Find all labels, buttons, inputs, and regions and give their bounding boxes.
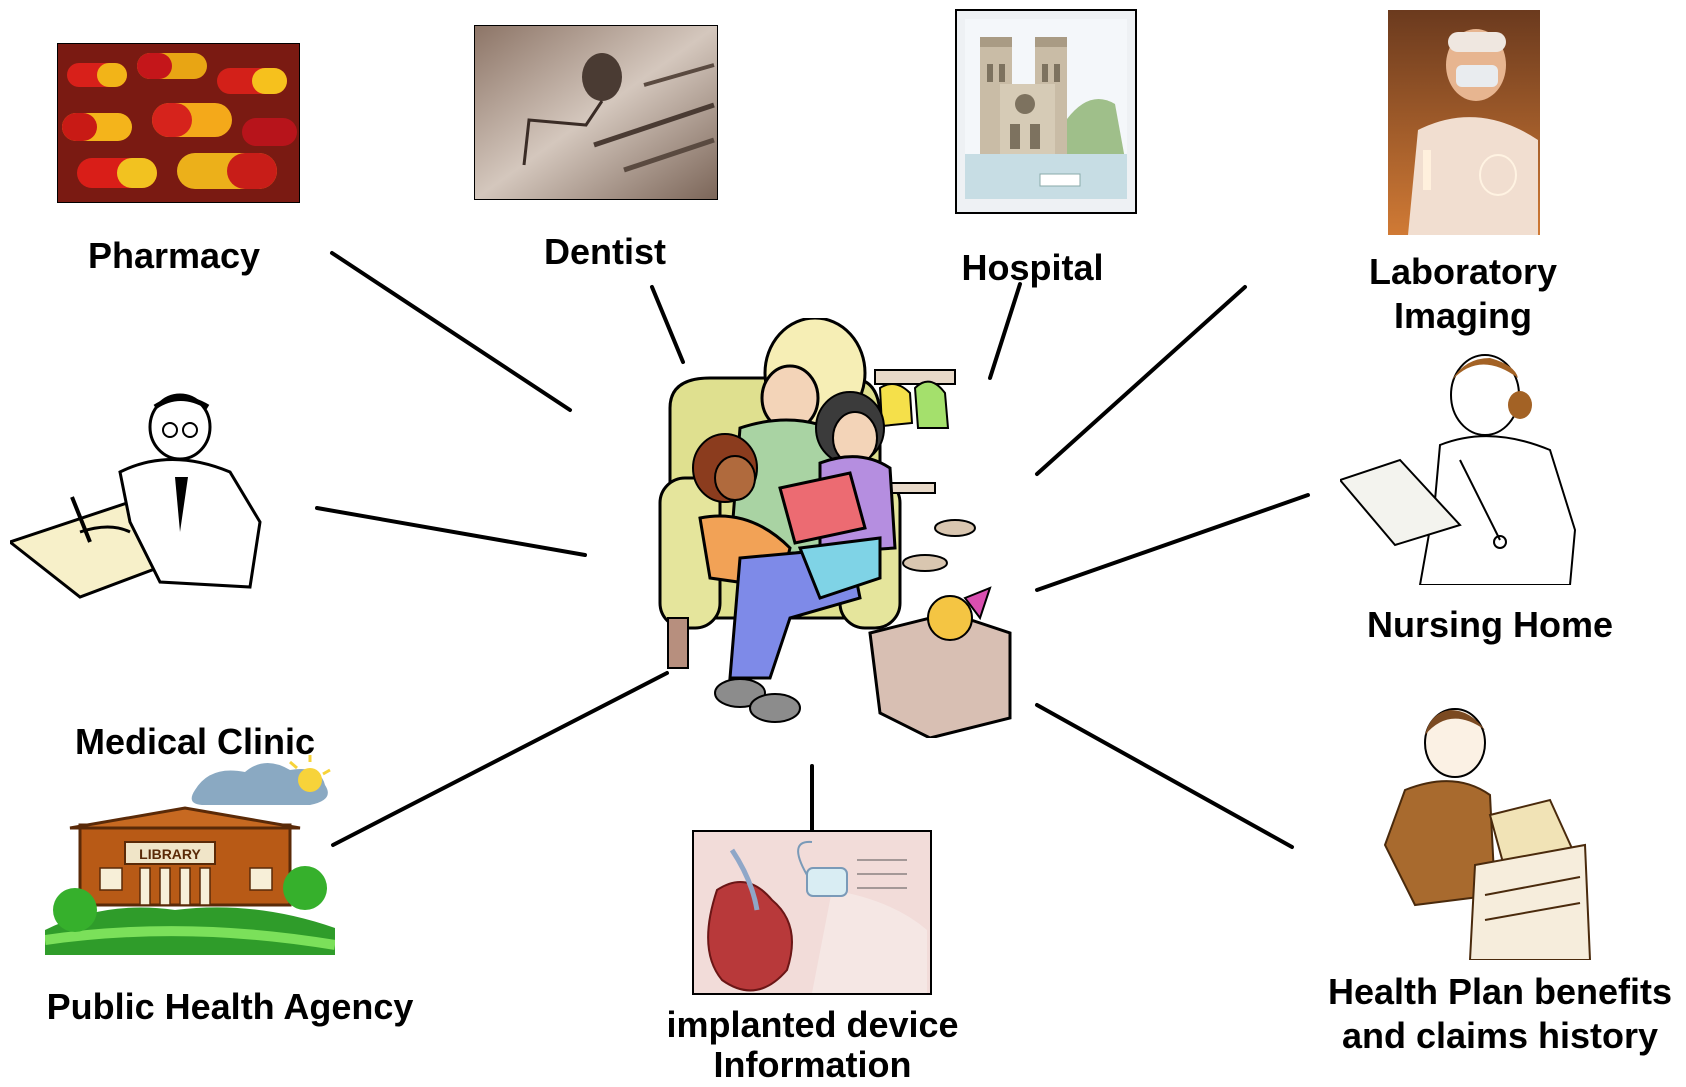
laboratory-label-line1: Laboratory: [1368, 251, 1558, 292]
connector-nursing-home: [1035, 493, 1310, 592]
family-reading-icon: [658, 318, 1012, 738]
connector-laboratory: [1035, 285, 1247, 476]
library-sign-text: LIBRARY: [139, 846, 201, 862]
pacemaker-chest-icon: [692, 830, 932, 995]
public-health-label: Public Health Agency: [46, 986, 414, 1027]
nursing-home-label: Nursing Home: [1366, 604, 1614, 645]
lab-technician-photo-icon: [1388, 10, 1540, 235]
pharmacy-label: Pharmacy: [87, 235, 261, 276]
health-plan-label-line1: Health Plan benefits: [1327, 971, 1673, 1012]
cathedral-hospital-icon: [955, 9, 1137, 214]
connector-physician: [315, 506, 587, 557]
hospital-label: Hospital: [961, 247, 1104, 288]
connector-hospital: [988, 282, 1022, 380]
clerk-filing-icon: [1383, 708, 1592, 960]
nurse-clipboard-icon: [1340, 354, 1577, 585]
pills-photo-icon: [57, 43, 300, 203]
implanted-device-label-line2: Information: [713, 1044, 912, 1085]
dental-tools-photo-icon: [474, 25, 718, 200]
health-plan-label-line2: and claims history: [1341, 1015, 1659, 1056]
connector-dentist: [650, 285, 685, 364]
implanted-device-label-line1: implanted device: [666, 1004, 959, 1045]
laboratory-label-line2: Imaging: [1393, 295, 1532, 336]
doctor-writing-icon: [10, 393, 262, 599]
dentist-label: Dentist: [543, 231, 666, 272]
connector-pharmacy: [330, 251, 572, 412]
connector-clinic: [331, 671, 669, 847]
connector-health-plan: [1035, 703, 1294, 849]
medical-clinic-label: Medical Clinic: [74, 721, 316, 762]
library-building-icon: LIBRARY: [45, 755, 335, 955]
